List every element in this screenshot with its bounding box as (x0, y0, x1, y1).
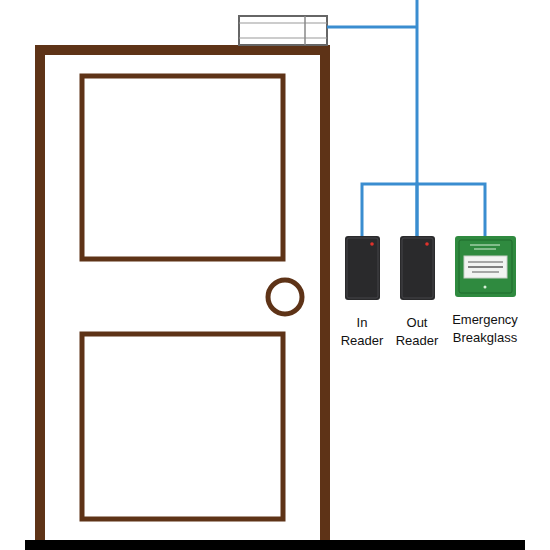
breakglass-marking (470, 245, 500, 246)
reader-led (370, 242, 374, 246)
breakglass-marking (472, 272, 499, 273)
maglock-line (239, 38, 327, 39)
device-label: In Reader (336, 314, 388, 350)
door-knob (268, 280, 302, 314)
breakglass-edge (459, 240, 512, 293)
door-panel (82, 334, 283, 519)
breakglass-marking (474, 249, 496, 250)
device-node: Out Reader (391, 236, 443, 350)
wire (327, 26, 417, 29)
device-node: Emergency Breakglass (443, 236, 527, 347)
breakglass-marking (468, 266, 503, 268)
breakglass-screw (484, 286, 487, 289)
card-reader-edge (402, 238, 433, 298)
device-label: Emergency Breakglass (443, 311, 527, 347)
maglock-line (304, 16, 306, 45)
door-outline (40, 50, 325, 545)
maglock-line (239, 23, 327, 24)
maglock (239, 16, 327, 45)
device-node: In Reader (336, 236, 388, 350)
wire-connector (362, 184, 417, 236)
breakglass-unit (455, 236, 516, 297)
card-reader (345, 236, 380, 300)
door-panel (82, 76, 283, 259)
breakglass-marking (468, 262, 503, 263)
reader-led (425, 242, 429, 246)
breakglass-window (464, 256, 507, 278)
floor-bar (25, 540, 525, 550)
device-label: Out Reader (391, 314, 443, 350)
card-reader (400, 236, 435, 300)
card-reader-edge (347, 238, 378, 298)
wire-connector (417, 184, 485, 236)
